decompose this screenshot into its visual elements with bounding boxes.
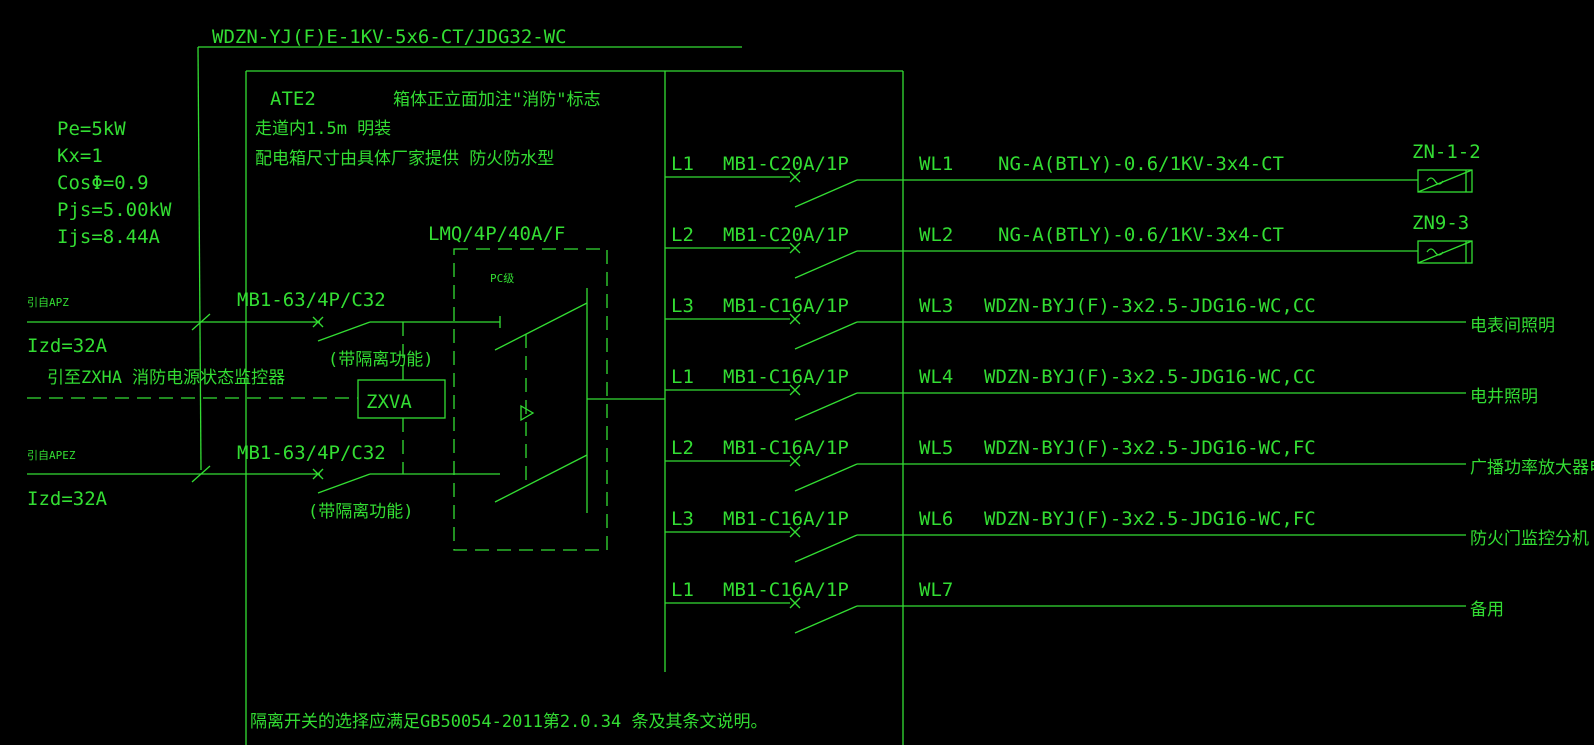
incoming-2-breaker: MB1-63/4P/C32 <box>237 442 386 464</box>
ats-class: PC级 <box>490 272 514 285</box>
load-calc-ijs: Ijs=8.44A <box>57 226 161 248</box>
circuit-7-blade <box>794 605 858 634</box>
ats-actuator <box>520 404 535 422</box>
load-calculation: Pe=5kW Kx=1 CosΦ=0.9 Pjs=5.00kW Ijs=8.44… <box>57 118 172 248</box>
circuit-6-load: 防火门监控分机 <box>1470 529 1589 549</box>
incoming-2-x-b <box>312 468 324 480</box>
circuit-2-fixture-diag <box>1417 240 1473 264</box>
circuit-2-breaker: MB1-C20A/1P <box>723 224 849 246</box>
circuit-3-breaker: MB1-C16A/1P <box>723 295 849 317</box>
circuit-5-x-b <box>789 455 801 467</box>
circuit-2-cable: NG-A(BTLY)-0.6/1KV-3x4-CT <box>998 224 1284 246</box>
circuit-4-wl: WL4 <box>919 366 953 388</box>
circuit-4-breaker: MB1-C16A/1P <box>723 366 849 388</box>
circuit-6-wl: WL6 <box>919 508 953 530</box>
circuit-5-phase: L2 <box>671 437 694 459</box>
circuit-6-x-b <box>789 526 801 538</box>
circuit-5-blade <box>794 463 858 492</box>
panel-note-front: 箱体正立面加注"消防"标志 <box>393 90 600 110</box>
circuit-2-load: ZN9-3 <box>1412 212 1469 234</box>
incoming-1-blade <box>317 321 371 342</box>
circuit-3-blade <box>794 321 858 350</box>
panel-name: ATE2 <box>270 88 316 110</box>
circuit-5-breaker: MB1-C16A/1P <box>723 437 849 459</box>
incoming-1-breaker: MB1-63/4P/C32 <box>237 289 386 311</box>
circuit-1-cable: NG-A(BTLY)-0.6/1KV-3x4-CT <box>998 153 1284 175</box>
circuit-1-fixture-wave <box>1426 177 1444 185</box>
incoming-2-izd: Izd=32A <box>27 488 108 510</box>
load-calc-pe: Pe=5kW <box>57 118 126 140</box>
incoming-2-tick <box>191 465 211 483</box>
ats-blade-2 <box>494 454 588 503</box>
incoming-1-x-b <box>312 316 324 328</box>
circuit-4-blade <box>794 392 858 421</box>
monitor-box-label: ZXVA <box>366 391 412 413</box>
circuit-6-cable: WDZN-BYJ(F)-3x2.5-JDG16-WC,FC <box>984 508 1316 530</box>
circuit-3-phase: L3 <box>671 295 694 317</box>
monitor-label: 引至ZXHA 消防电源状态监控器 <box>47 368 285 388</box>
circuit-1-load: ZN-1-2 <box>1412 141 1481 163</box>
panel-note-size: 配电箱尺寸由具体厂家提供 防火防水型 <box>255 149 554 169</box>
circuit-3-x-b <box>789 313 801 325</box>
circuit-5-load: 广播功率放大器电源 <box>1470 458 1594 478</box>
circuit-1-phase: L1 <box>671 153 694 175</box>
circuit-2-x-b <box>789 242 801 254</box>
incoming-2-blade <box>317 473 371 494</box>
circuit-7-breaker: MB1-C16A/1P <box>723 579 849 601</box>
circuit-3-load: 电表间照明 <box>1470 316 1555 336</box>
circuit-5-wl: WL5 <box>919 437 953 459</box>
circuit-1-fixture-icon <box>1417 169 1473 193</box>
ats-blade-1 <box>494 302 588 351</box>
circuit-7-load: 备用 <box>1470 600 1504 620</box>
incoming-1-izd: Izd=32A <box>27 335 108 357</box>
incoming-1-note: (带隔离功能) <box>328 350 433 370</box>
circuit-1-x-b <box>789 171 801 183</box>
load-calc-cos: CosΦ=0.9 <box>57 172 149 194</box>
circuit-5-cable: WDZN-BYJ(F)-3x2.5-JDG16-WC,FC <box>984 437 1316 459</box>
circuit-4-x-b <box>789 384 801 396</box>
load-calc-pjs: Pjs=5.00kW <box>57 199 172 221</box>
circuit-2-blade <box>794 250 858 279</box>
incoming-2-source: 引自APEZ <box>27 448 76 462</box>
circuit-7-wl: WL7 <box>919 579 953 601</box>
circuit-6-breaker: MB1-C16A/1P <box>723 508 849 530</box>
circuit-6-phase: L3 <box>671 508 694 530</box>
ats-box <box>453 248 608 551</box>
circuit-6-blade <box>794 534 858 563</box>
panel-note-mount: 走道内1.5m 明装 <box>255 119 391 139</box>
circuit-4-cable: WDZN-BYJ(F)-3x2.5-JDG16-WC,CC <box>984 366 1316 388</box>
circuit-7-phase: L1 <box>671 579 694 601</box>
incoming-1-tick <box>191 313 211 331</box>
incoming-2-note: (带隔离功能) <box>308 502 413 522</box>
circuit-1-fixture-diag <box>1417 169 1473 193</box>
ats-label: LMQ/4P/40A/F <box>428 223 565 245</box>
circuit-2-wl: WL2 <box>919 224 953 246</box>
circuit-1-blade <box>794 179 858 208</box>
circuit-3-cable: WDZN-BYJ(F)-3x2.5-JDG16-WC,CC <box>984 295 1316 317</box>
circuit-3-wl: WL3 <box>919 295 953 317</box>
incoming-1-source: 引自APZ <box>27 295 69 309</box>
circuit-1-wl: WL1 <box>919 153 953 175</box>
monitor-box <box>357 379 446 419</box>
feeder-cable-label: WDZN-YJ(F)E-1KV-5x6-CT/JDG32-WC <box>212 26 567 48</box>
footnote: 隔离开关的选择应满足GB50054-2011第2.0.34 条及其条文说明。 <box>250 712 767 732</box>
circuit-4-phase: L1 <box>671 366 694 388</box>
feeder-drop <box>197 46 202 471</box>
load-calc-kx: Kx=1 <box>57 145 103 167</box>
circuit-7-x-b <box>789 597 801 609</box>
circuit-2-fixture-wave <box>1426 248 1444 256</box>
circuit-1-breaker: MB1-C20A/1P <box>723 153 849 175</box>
circuit-2-phase: L2 <box>671 224 694 246</box>
circuit-2-fixture-icon <box>1417 240 1473 264</box>
circuit-4-load: 电井照明 <box>1470 387 1538 407</box>
